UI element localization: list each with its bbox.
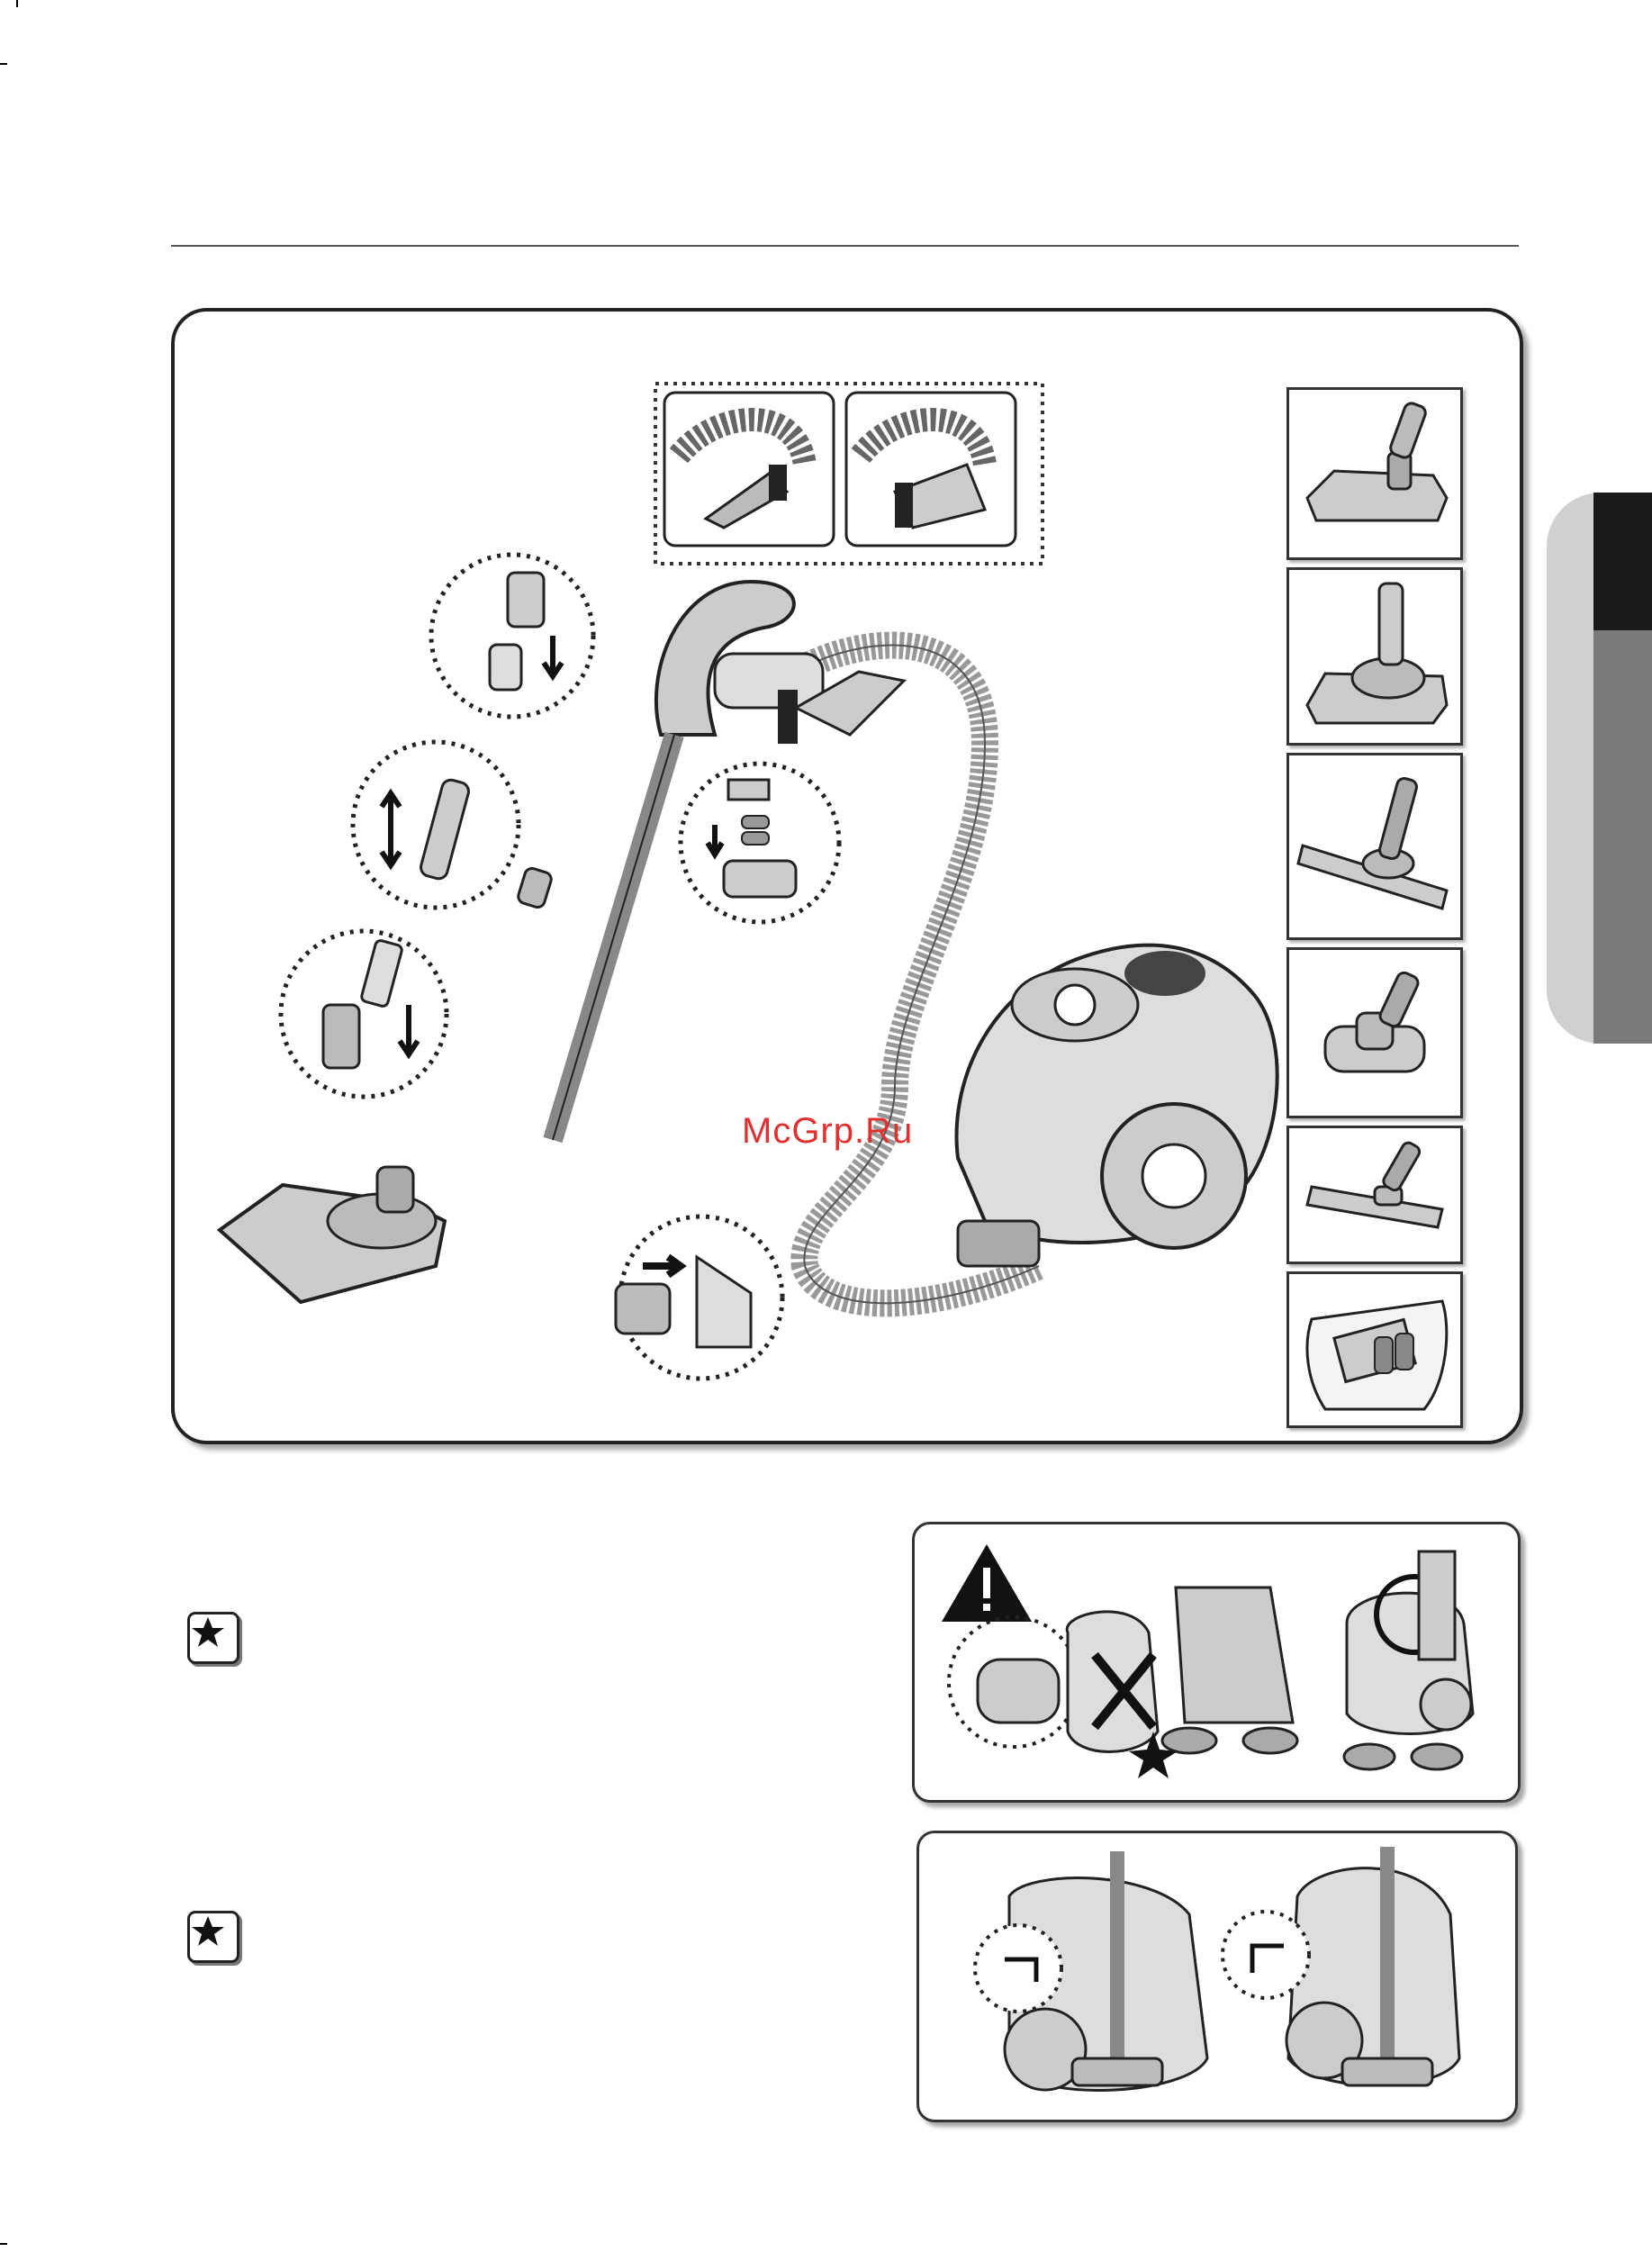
accessory-floor-brush <box>1286 387 1463 560</box>
accessory-turbo-brush <box>1286 567 1463 746</box>
chapter-tab-section <box>1593 630 1652 1044</box>
crop-mark <box>0 2243 7 2245</box>
accessory-parquet-brush <box>1286 753 1463 940</box>
note-icon-2 <box>187 1911 239 1963</box>
header-rule <box>171 245 1519 247</box>
chapter-tab-active <box>1593 493 1652 630</box>
accessory-hard-floor-brush <box>1286 1126 1463 1264</box>
turbo-brush-icon <box>1289 570 1460 743</box>
carry-warning-illustration <box>915 1524 1518 1800</box>
watermark: McGrp.Ru <box>742 1111 913 1152</box>
storage-panel <box>916 1831 1518 2122</box>
star-note-icon <box>190 1913 226 1949</box>
dust-bag-icon <box>1289 1274 1460 1425</box>
crop-mark <box>0 63 7 65</box>
star-note-icon <box>190 1614 226 1651</box>
warning-panel <box>912 1522 1521 1803</box>
accessory-mini-turbo-brush <box>1286 947 1463 1118</box>
mini-turbo-brush-icon <box>1289 950 1460 1116</box>
note-icon-1 <box>187 1612 239 1664</box>
accessory-dust-bag <box>1286 1271 1463 1428</box>
hard-floor-brush-icon <box>1289 1128 1460 1262</box>
pipe-storage-illustration <box>919 1833 1515 2120</box>
parquet-brush-icon <box>1289 755 1460 937</box>
floor-brush-icon <box>1289 390 1460 557</box>
crop-mark <box>16 0 18 7</box>
